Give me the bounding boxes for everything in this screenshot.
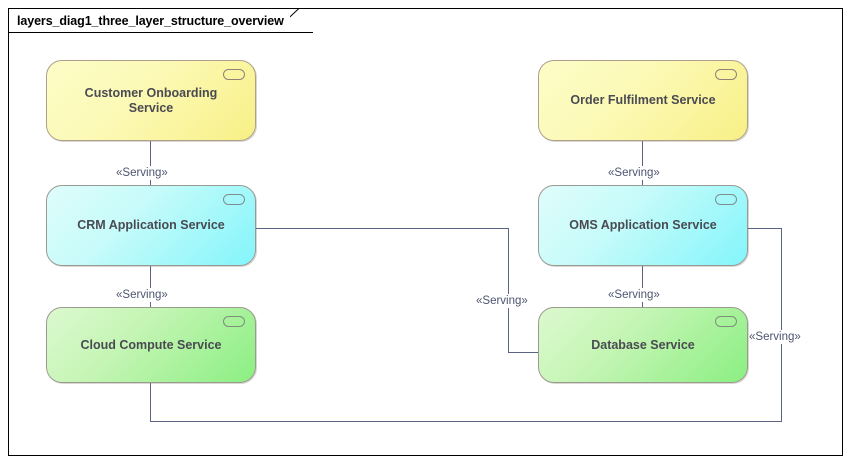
diagram-title: layers_diag1_three_layer_structure_overv… [17,13,284,28]
connector-cloud-compute-serves-oms-segment-bottom[interactable] [150,421,782,422]
element-order-fulfilment-service[interactable]: Order Fulfilment Service [538,60,748,141]
element-cloud-compute-service[interactable]: Cloud Compute Service [46,307,256,383]
service-icon [223,69,245,80]
connector-database-serves-crm-segment-vertical[interactable] [508,228,509,352]
connector-oms-serves-order-fulfilment[interactable] [642,141,643,185]
connector-label-cloud-compute-serves-oms: «Serving» [746,330,804,344]
connector-database-serves-crm-segment-top[interactable] [256,228,509,229]
element-label-cloud-compute-service: Cloud Compute Service [80,337,222,352]
connector-label-cloud-compute-serves-crm: «Serving» [113,288,171,302]
service-icon [715,194,737,205]
connector-label-crm-serves-customer-onboarding: «Serving» [113,166,171,180]
connector-label-database-serves-oms: «Serving» [605,288,663,302]
element-label-order-fulfilment-service: Order Fulfilment Service [570,93,716,107]
diagram-frame [8,8,843,456]
element-label-crm-application-service: CRM Application Service [77,218,225,232]
diagram-title-tab: layers_diag1_three_layer_structure_overv… [8,8,313,33]
element-label-customer-onboarding-service: Customer Onboarding Service [84,85,218,115]
service-icon [715,69,737,80]
connector-database-serves-oms[interactable] [642,266,643,307]
element-customer-onboarding-service[interactable]: Customer Onboarding Service [46,60,256,141]
element-oms-application-service[interactable]: OMS Application Service [538,185,748,266]
connector-cloud-compute-serves-crm[interactable] [150,266,151,307]
element-database-service[interactable]: Database Service [538,307,748,383]
connector-label-database-serves-crm: «Serving» [473,294,531,308]
service-icon [715,316,737,327]
element-crm-application-service[interactable]: CRM Application Service [46,185,256,266]
service-icon [223,194,245,205]
connector-cloud-compute-serves-oms-segment-left[interactable] [150,383,151,422]
title-tab-diagonal-edge [290,8,316,34]
connector-cloud-compute-serves-oms-segment-top[interactable] [748,228,781,229]
connector-label-oms-serves-order-fulfilment: «Serving» [605,166,663,180]
connector-database-serves-crm-segment-bottom[interactable] [508,352,539,353]
element-label-oms-application-service: OMS Application Service [569,218,717,232]
connector-cloud-compute-serves-oms-segment-vertical[interactable] [781,228,782,421]
connector-crm-serves-customer-onboarding[interactable] [150,141,151,185]
service-icon [223,316,245,327]
element-label-database-service: Database Service [591,337,695,352]
